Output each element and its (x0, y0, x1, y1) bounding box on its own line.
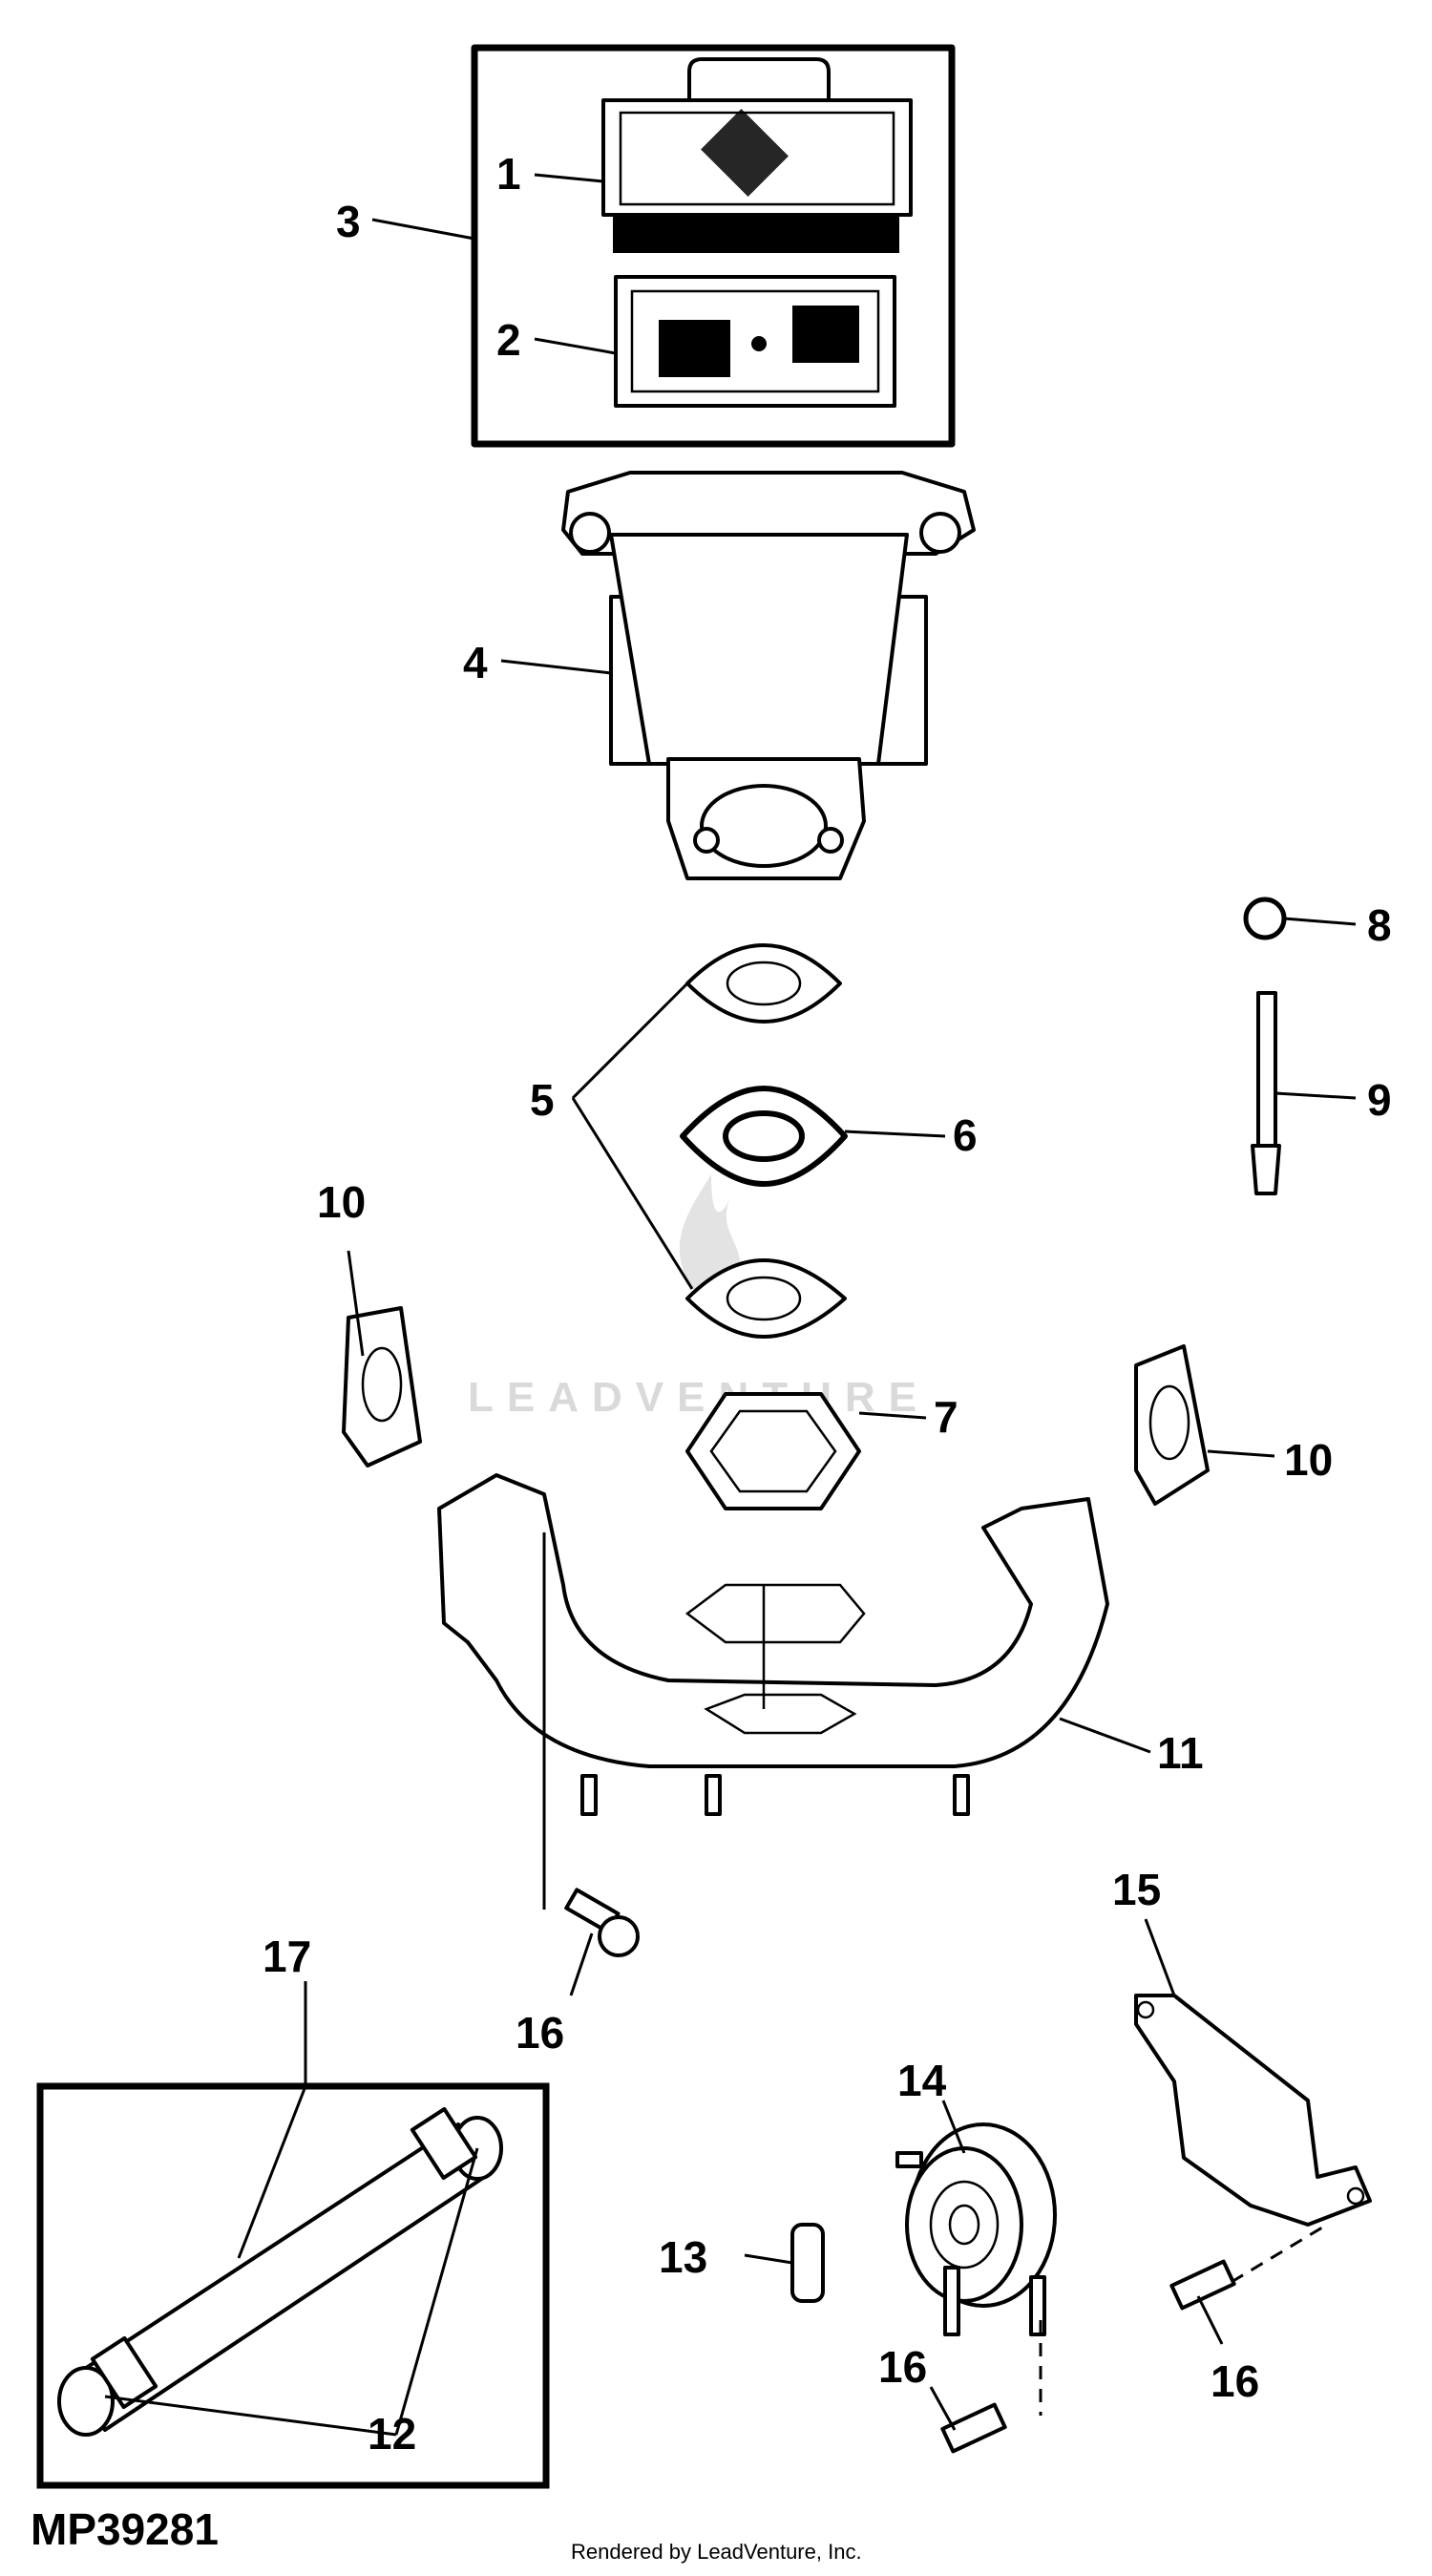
callout-12: 12 (368, 2409, 416, 2459)
air-filter-group (471, 44, 956, 448)
fasteners-right (1243, 897, 1287, 1195)
callout-17: 17 (263, 1932, 311, 1981)
callout-10-left: 10 (317, 1177, 366, 1227)
callout-14: 14 (897, 2056, 947, 2105)
callout-10-right: 10 (1284, 1435, 1333, 1485)
callout-11: 11 (1157, 1728, 1204, 1778)
callout-1: 1 (496, 149, 521, 199)
gaskets (680, 943, 861, 1510)
bolt-bracket (1169, 2259, 1236, 2311)
exhaust-manifold (437, 1473, 1109, 1816)
sleeve (790, 2223, 825, 2303)
bracket (1134, 1994, 1372, 2227)
rendered-by: Rendered by LeadVenture, Inc. (571, 2540, 862, 2564)
watermark-text: LEADVENTURE (468, 1374, 930, 1421)
hose-assembly (36, 2082, 550, 2489)
figure-id: MP39281 (31, 2504, 219, 2554)
callout-3: 3 (336, 197, 361, 246)
hose-box (36, 2082, 550, 2489)
air-filter-box (471, 44, 956, 448)
callout-2: 2 (496, 315, 521, 365)
callout-16-bracket: 16 (1211, 2356, 1259, 2406)
callout-9: 9 (1367, 1075, 1392, 1125)
oil-cooler (895, 2122, 1057, 2336)
filter-pleats (613, 215, 899, 253)
callout-8: 8 (1367, 900, 1392, 950)
air-intake-elbow (561, 471, 976, 880)
bolt-bottom (940, 2402, 1007, 2454)
callout-labels: 1 2 3 4 5 6 7 8 9 10 10 11 12 13 14 15 1… (263, 149, 1392, 2459)
filter-pattern-icon (701, 109, 789, 197)
callout-16-center: 16 (516, 2008, 564, 2058)
port-gaskets (342, 1306, 1210, 1506)
callout-4: 4 (463, 638, 488, 687)
callout-7: 7 (934, 1392, 958, 1442)
leader-lines (104, 173, 1357, 2437)
filter-handle (687, 57, 831, 103)
callout-6: 6 (953, 1110, 978, 1160)
callout-15: 15 (1112, 1865, 1161, 1914)
callout-13: 13 (659, 2232, 707, 2282)
callout-5: 5 (530, 1075, 555, 1125)
callout-16-bottom: 16 (878, 2342, 927, 2392)
bolt-center (564, 1888, 640, 1957)
